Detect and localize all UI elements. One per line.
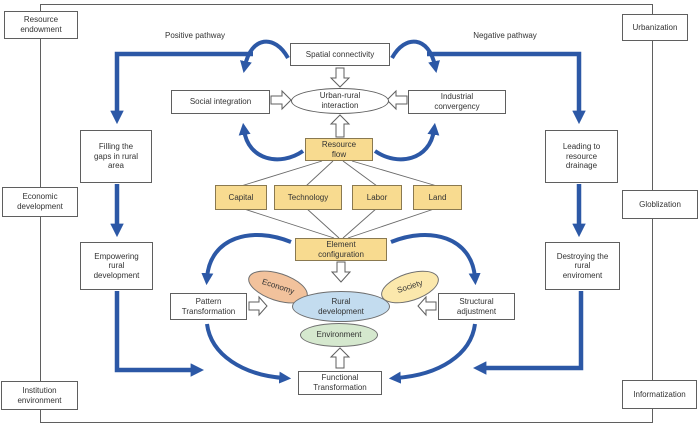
box-globlization: Globlization xyxy=(622,190,698,219)
box-structural-adjustment: Structural adjustment xyxy=(438,293,515,320)
negative-pathway-label: Negative pathway xyxy=(473,31,537,40)
arc-resourceflow-to-social xyxy=(238,122,305,162)
line-capital-elementconfig xyxy=(240,207,335,239)
hollow-arrows xyxy=(248,67,437,369)
pathway-arrows xyxy=(110,51,586,377)
positive-pathway-arrow-1 xyxy=(110,51,253,125)
hollow-arrow-spatial-down xyxy=(329,67,351,88)
ellipse-rural-development: Rural development xyxy=(292,291,390,322)
box-resource-endowment: Resource endowment xyxy=(4,11,78,39)
box-filling-the-gaps: Filling the gaps in rural area xyxy=(80,130,152,183)
line-land-elementconfig xyxy=(347,207,438,239)
line-technology-elementconfig xyxy=(305,207,340,239)
box-element-configuration: Element configuration xyxy=(295,238,387,261)
cycle-arcs xyxy=(201,39,481,384)
arc-elementconfig-to-pattern xyxy=(201,233,292,286)
arc-elementconfig-to-structural xyxy=(390,233,481,286)
box-industrial-convergency: Industrial convergency xyxy=(408,90,506,114)
hollow-arrow-structural-left xyxy=(417,295,437,317)
hollow-arrow-pattern-right xyxy=(248,295,268,317)
box-pattern-transformation: Pattern Transformation xyxy=(170,293,247,320)
box-factor-land: Land xyxy=(413,185,462,210)
arc-spatial-to-industrial xyxy=(390,39,440,74)
hollow-arrow-elementconfig-down xyxy=(330,261,352,283)
hollow-arrow-environment-up xyxy=(329,347,351,369)
box-economic-development: Economic development xyxy=(2,187,78,217)
arc-resourceflow-to-industrial xyxy=(373,122,440,162)
line-resourceflow-land xyxy=(351,160,438,187)
box-factor-labor: Labor xyxy=(352,185,402,210)
box-spatial-connectivity: Spatial connectivity xyxy=(290,43,390,66)
line-resourceflow-labor xyxy=(342,160,378,187)
arc-pattern-to-functional xyxy=(205,323,292,384)
positive-pathway-arrow-3 xyxy=(114,291,205,377)
arc-spatial-to-social xyxy=(240,39,290,74)
box-social-integration: Social integration xyxy=(171,90,270,114)
positive-pathway-label: Positive pathway xyxy=(164,31,226,40)
arc-structural-to-functional xyxy=(388,323,477,384)
hollow-arrow-resourceflow-up xyxy=(329,114,351,138)
box-functional-transformation: Functional Transformation xyxy=(298,371,382,395)
hollow-arrow-social-right xyxy=(270,89,292,111)
box-destroying-rural-environment: Destroying the rural enviroment xyxy=(545,242,620,290)
box-leading-to-resource-drainage: Leading to resource drainage xyxy=(545,130,618,183)
line-resourceflow-technology xyxy=(305,160,334,187)
box-institution-environment: Institution environment xyxy=(1,381,78,410)
factor-connector-lines xyxy=(240,160,438,239)
hollow-arrow-industrial-left xyxy=(386,89,408,111)
line-resourceflow-capital xyxy=(240,160,323,187)
negative-pathway-arrow-1 xyxy=(427,51,586,125)
box-factor-capital: Capital xyxy=(215,185,267,210)
box-resource-flow: Resource flow xyxy=(305,138,373,161)
box-factor-technology: Technology xyxy=(274,185,342,210)
negative-pathway-arrow-3 xyxy=(472,291,584,375)
line-labor-elementconfig xyxy=(342,207,378,239)
box-urbanization: Urbanization xyxy=(622,14,688,41)
box-empowering-rural-development: Empowering rural development xyxy=(80,242,153,290)
box-informatization: Informatization xyxy=(622,380,697,409)
ellipse-urban-rural-interaction: Urban-rural interaction xyxy=(291,88,389,114)
ellipse-environment: Environment xyxy=(300,323,378,347)
